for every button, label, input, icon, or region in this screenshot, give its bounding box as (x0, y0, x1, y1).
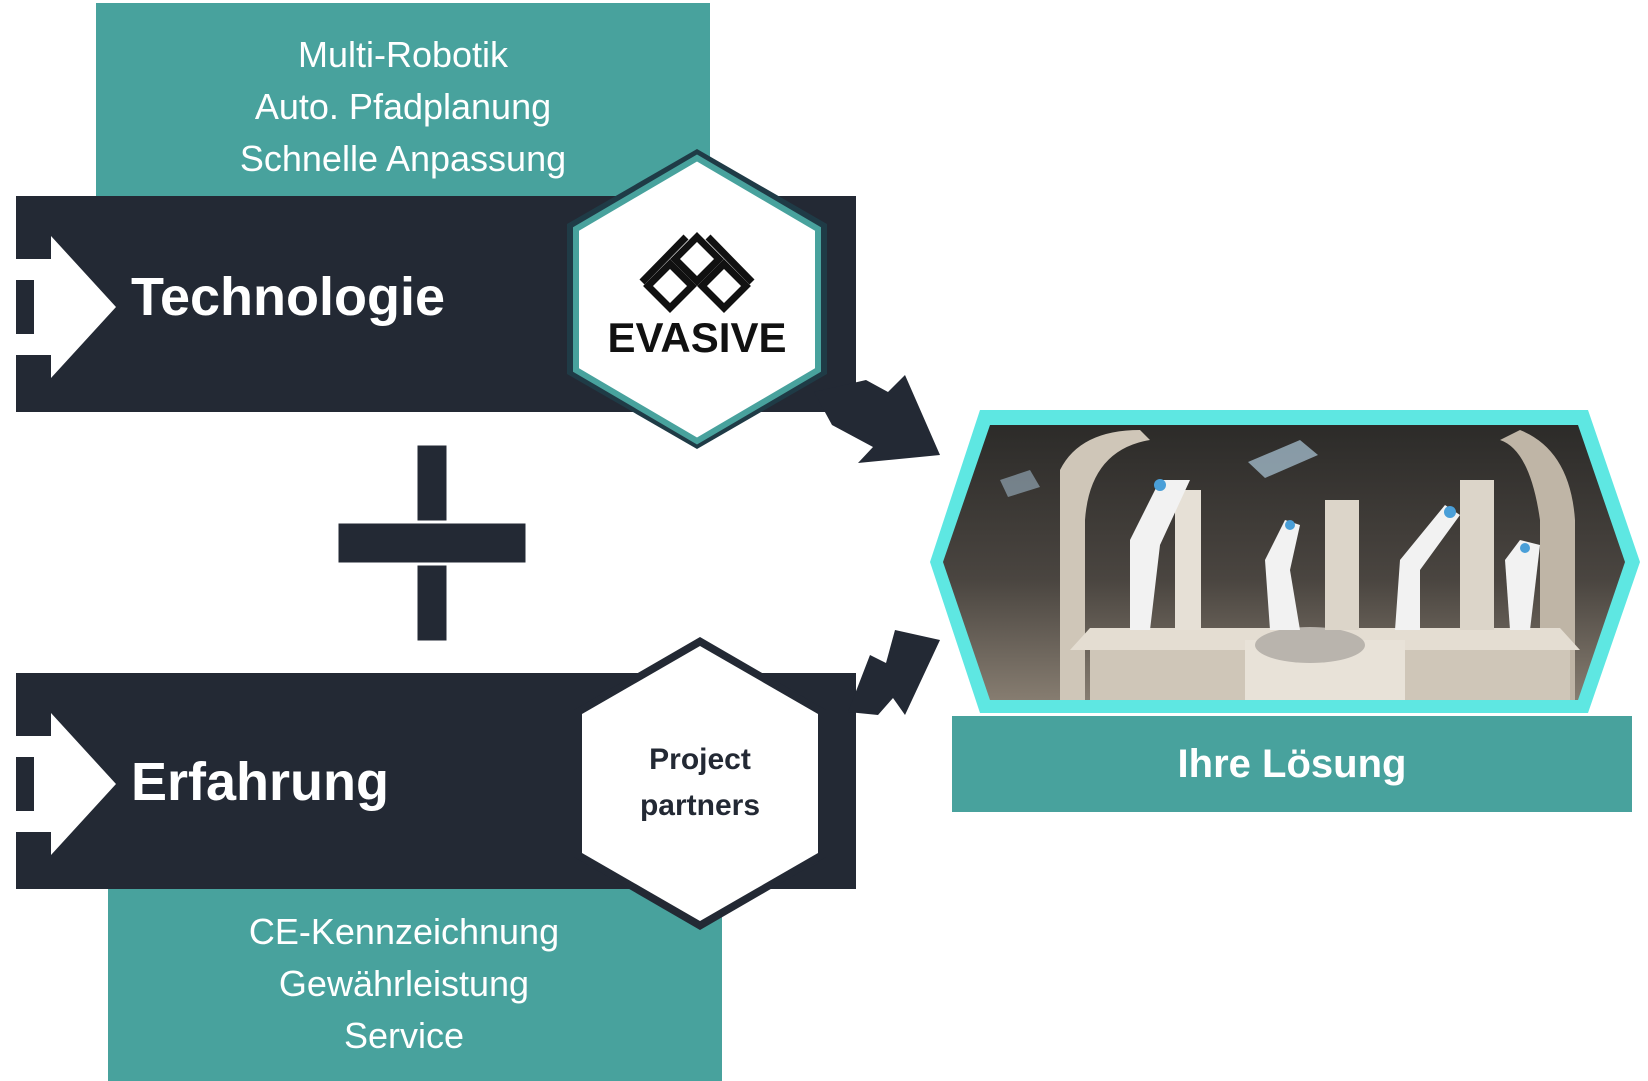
partner-line: Project (649, 743, 751, 776)
project-partners-label: Project partners (600, 737, 800, 829)
result-label: Ihre Lösung (952, 716, 1632, 812)
experience-feature: Service (343, 1015, 465, 1056)
technology-features-box: Multi-Robotik Auto. Pfadplanung Schnelle… (96, 3, 710, 208)
experience-label: Erfahrung (131, 752, 390, 812)
arrow-right-icon (814, 375, 940, 463)
result-image (930, 410, 1640, 713)
evasive-logo-icon (639, 232, 755, 313)
project-partners-hexagon (574, 637, 826, 930)
chevron-right-icon (16, 236, 116, 378)
evasive-logo-text: EVASIVE (608, 314, 787, 361)
technology-feature: Multi-Robotik (297, 34, 509, 75)
partner-line: partners (639, 789, 761, 822)
technology-feature: Schnelle Anpassung (239, 138, 567, 179)
experience-feature: CE-Kennzeichnung (248, 911, 560, 952)
technology-label: Technologie (131, 267, 446, 327)
experience-features-box: CE-Kennzeichnung Gewährleistung Service (108, 878, 722, 1081)
technology-feature: Auto. Pfadplanung (254, 86, 552, 127)
arrow-right-icon (848, 630, 940, 715)
experience-feature: Gewährleistung (278, 963, 530, 1004)
plus-icon (335, 442, 529, 644)
evasive-logo-hexagon: EVASIVE (567, 149, 827, 449)
chevron-right-icon (16, 713, 116, 855)
